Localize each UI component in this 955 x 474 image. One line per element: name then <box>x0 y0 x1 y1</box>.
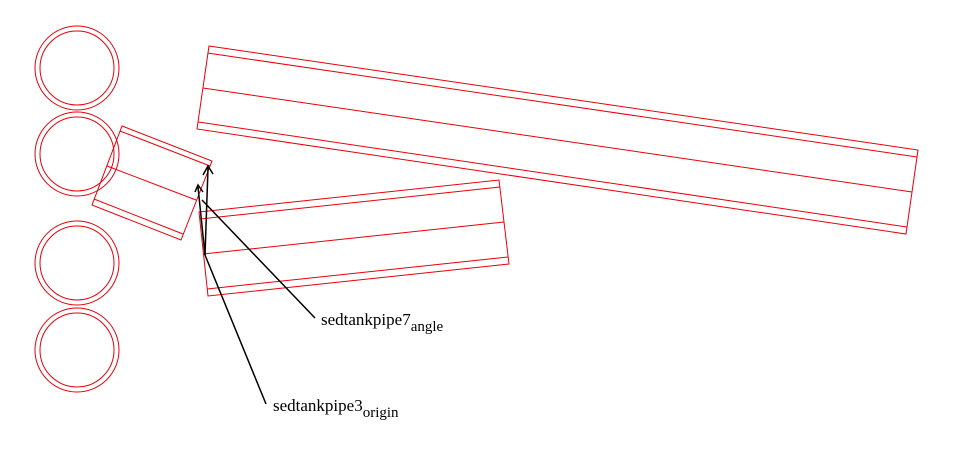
pipe-small-tilted <box>91 125 213 241</box>
arrowhead-lower <box>194 183 204 193</box>
origin-label-sub: origin <box>362 405 399 421</box>
arrow-origin-line <box>204 254 267 405</box>
arrow-origin-left <box>197 186 206 256</box>
circle-2 <box>34 111 120 197</box>
circles-group <box>34 25 120 393</box>
angle-label-main: sedtankpipe7 <box>321 310 411 329</box>
origin-label: sedtankpipe3origin <box>273 396 399 421</box>
pipe-middle <box>198 179 510 297</box>
origin-label-main: sedtankpipe3 <box>273 396 363 415</box>
arrow-origin-up <box>204 167 209 256</box>
circle-4 <box>34 307 120 393</box>
annotation-arrows <box>194 164 316 405</box>
pipe-long <box>196 45 919 235</box>
arrowhead-upper <box>202 164 214 176</box>
arrow-angle-line <box>201 199 316 319</box>
angle-label: sedtankpipe7angle <box>321 310 443 335</box>
circle-1 <box>34 25 120 111</box>
angle-label-sub: angle <box>410 319 444 335</box>
circle-3 <box>34 220 120 306</box>
